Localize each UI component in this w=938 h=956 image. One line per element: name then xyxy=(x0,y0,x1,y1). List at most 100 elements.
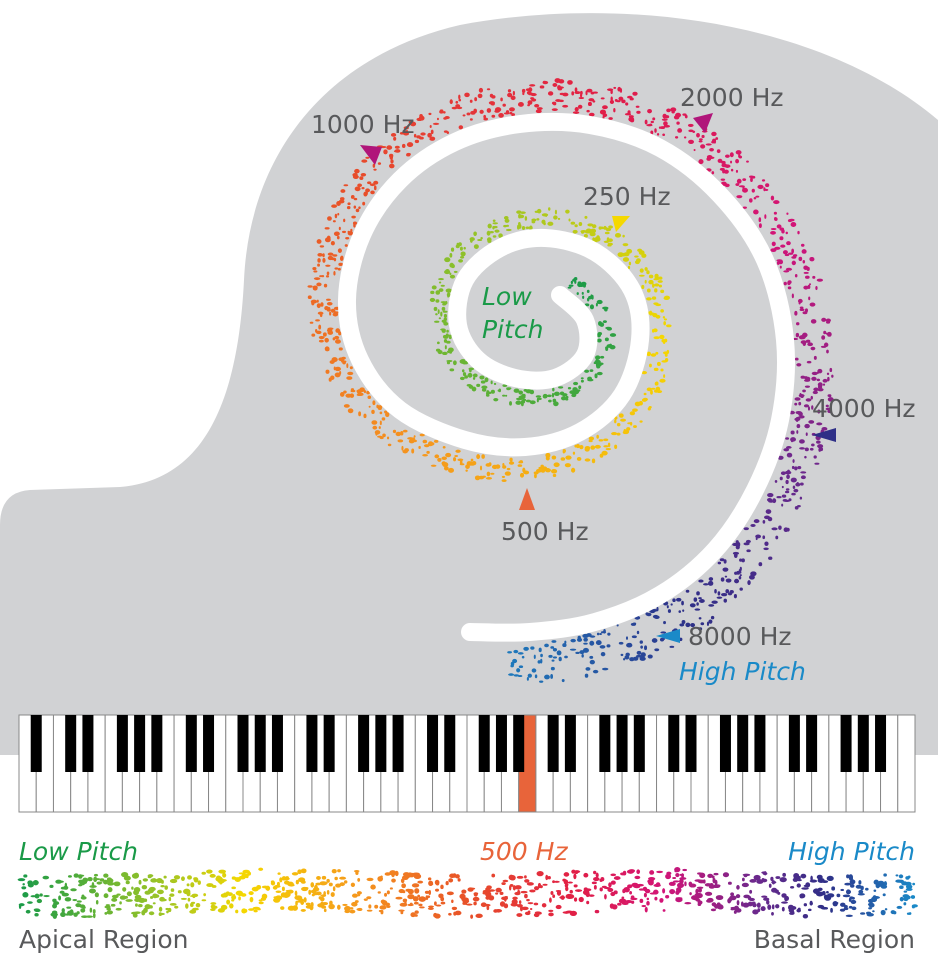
black-key[interactable] xyxy=(116,715,128,772)
frequency-dot xyxy=(390,159,394,164)
black-key[interactable] xyxy=(185,715,197,772)
black-key[interactable] xyxy=(444,715,456,772)
black-key[interactable] xyxy=(875,715,887,772)
black-key[interactable] xyxy=(254,715,266,772)
black-key[interactable] xyxy=(392,715,404,772)
black-key[interactable] xyxy=(788,715,800,772)
black-key[interactable] xyxy=(271,715,283,772)
frequency-dot xyxy=(404,448,409,451)
frequency-dot xyxy=(373,180,379,185)
black-key[interactable] xyxy=(599,715,611,772)
frequency-dot xyxy=(542,80,549,85)
frequency-dot xyxy=(483,114,487,119)
black-key[interactable] xyxy=(323,715,335,772)
frequency-dot xyxy=(803,404,810,408)
frequency-dot xyxy=(739,566,742,571)
frequency-dot xyxy=(785,527,790,532)
frequency-dot xyxy=(525,226,530,230)
band-dot xyxy=(87,877,93,882)
frequency-dot xyxy=(588,439,593,443)
black-key[interactable] xyxy=(375,715,387,772)
frequency-dot xyxy=(538,647,542,653)
band-dot xyxy=(60,886,66,890)
band-dot xyxy=(907,886,911,889)
band-dot xyxy=(626,869,635,874)
black-key[interactable] xyxy=(30,715,42,772)
frequency-dot xyxy=(458,94,461,100)
frequency-dot xyxy=(393,150,399,153)
black-key[interactable] xyxy=(564,715,576,772)
frequency-dot xyxy=(758,223,762,228)
frequency-dot xyxy=(805,376,811,381)
frequency-dot xyxy=(797,230,800,235)
black-key[interactable] xyxy=(306,715,318,772)
frequency-dot xyxy=(599,632,602,636)
black-key[interactable] xyxy=(237,715,249,772)
black-key[interactable] xyxy=(478,715,490,772)
frequency-dot xyxy=(334,335,340,340)
band-dot xyxy=(851,906,857,911)
frequency-dot xyxy=(608,225,614,229)
band-dot xyxy=(434,901,437,906)
black-key[interactable] xyxy=(668,715,680,772)
band-dot xyxy=(386,890,390,895)
frequency-dot xyxy=(825,404,829,408)
frequency-dot xyxy=(687,123,694,127)
black-key[interactable] xyxy=(65,715,77,772)
frequency-dot xyxy=(551,659,555,662)
black-key[interactable] xyxy=(547,715,559,772)
band-dot xyxy=(424,890,430,894)
band-dot xyxy=(363,898,368,901)
frequency-dot xyxy=(692,130,696,134)
band-dot xyxy=(868,907,872,910)
frequency-dot xyxy=(509,111,513,115)
frequency-dot xyxy=(596,632,600,636)
frequency-dot xyxy=(442,445,446,449)
band-dot xyxy=(138,879,142,885)
black-key[interactable] xyxy=(806,715,818,772)
black-key[interactable] xyxy=(616,715,628,772)
black-key[interactable] xyxy=(358,715,370,772)
black-key[interactable] xyxy=(857,715,869,772)
frequency-dot xyxy=(435,290,441,295)
band-dot xyxy=(252,906,261,910)
frequency-dot xyxy=(422,439,428,444)
black-key[interactable] xyxy=(513,715,525,772)
black-key[interactable] xyxy=(151,715,163,772)
band-dot xyxy=(218,869,226,874)
black-key[interactable] xyxy=(840,715,852,772)
frequency-dot xyxy=(655,351,659,355)
frequency-dot xyxy=(800,394,804,399)
band-dot xyxy=(300,900,305,905)
black-key[interactable] xyxy=(203,715,215,772)
band-dot xyxy=(27,880,33,886)
black-key[interactable] xyxy=(719,715,731,772)
band-dot xyxy=(427,895,431,898)
frequency-dot xyxy=(751,188,755,193)
band-dot xyxy=(695,888,699,894)
black-key[interactable] xyxy=(737,715,749,772)
band-dot xyxy=(545,874,549,881)
black-key[interactable] xyxy=(495,715,507,772)
band-dot xyxy=(49,884,54,888)
band-dot xyxy=(872,910,875,913)
frequency-dot xyxy=(418,136,424,140)
black-key[interactable] xyxy=(754,715,766,772)
frequency-dot xyxy=(485,477,492,480)
black-key[interactable] xyxy=(685,715,697,772)
frequency-dot xyxy=(757,184,764,190)
frequency-dot xyxy=(476,383,481,387)
frequency-dot xyxy=(321,274,325,278)
frequency-dot xyxy=(573,388,576,393)
frequency-dot xyxy=(624,655,630,660)
black-key[interactable] xyxy=(134,715,146,772)
band-dot xyxy=(310,882,315,888)
frequency-dot xyxy=(540,653,543,658)
black-key[interactable] xyxy=(633,715,645,772)
white-key[interactable] xyxy=(897,714,916,813)
black-key[interactable] xyxy=(82,715,94,772)
frequency-dot xyxy=(799,308,805,312)
frequency-dot xyxy=(464,92,470,98)
black-key[interactable] xyxy=(427,715,439,772)
band-dot xyxy=(802,913,809,919)
